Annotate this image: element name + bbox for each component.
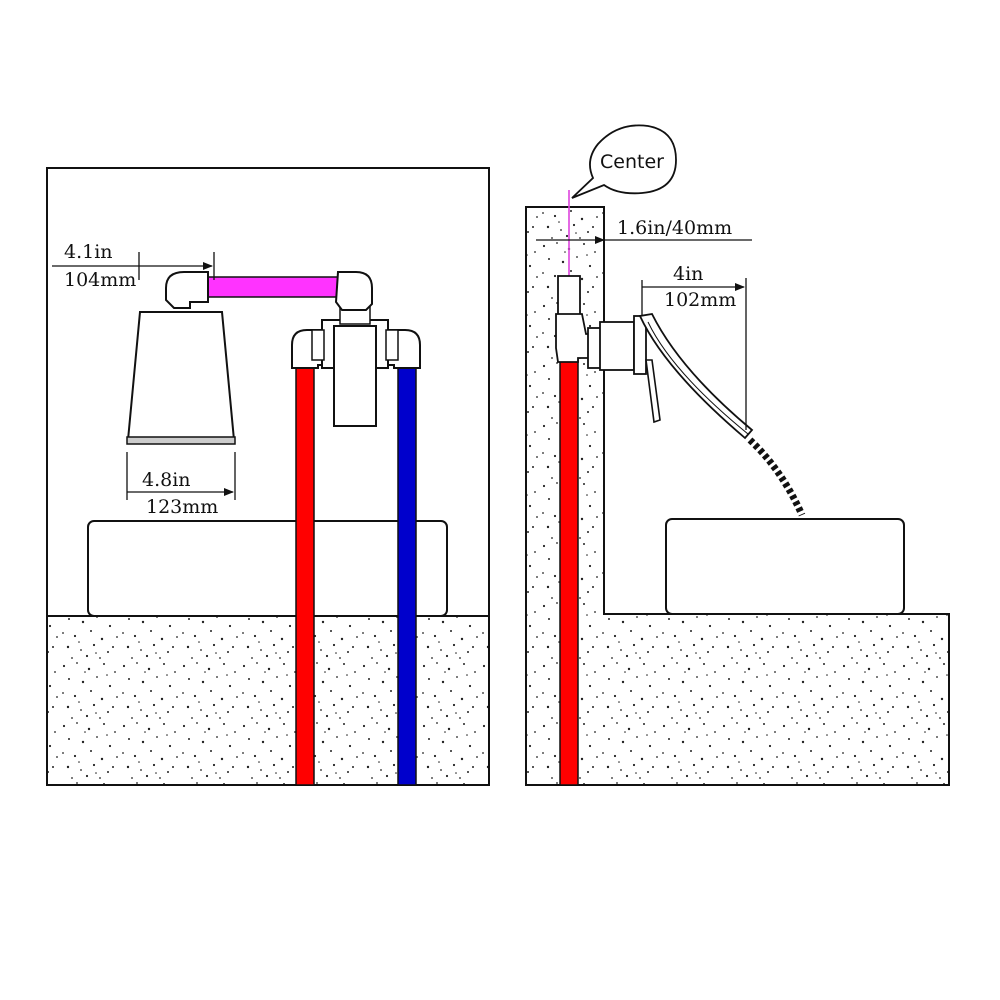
center-callout-label: Center <box>600 151 664 173</box>
shower-width-in-label: 4.8in <box>142 469 191 491</box>
side-wall-concrete <box>525 206 950 786</box>
front-basin <box>87 520 448 617</box>
cold-pipe <box>397 364 417 786</box>
valve-nut-right <box>385 329 399 361</box>
top-elbow-right <box>334 271 373 311</box>
side-hot-pipe <box>559 359 579 786</box>
spout-mm-label: 102mm <box>664 289 736 311</box>
center-callout-bubble <box>571 124 677 199</box>
side-spout <box>638 313 754 440</box>
valve-nut-left <box>311 329 325 361</box>
front-floor <box>46 615 490 786</box>
side-fitting-top <box>557 275 581 317</box>
side-view: 1.6in/40mm 4in 102mm Center <box>525 124 950 786</box>
top-elbow-left <box>165 271 209 309</box>
hot-pipe <box>295 364 315 786</box>
front-view: 4.1in 104mm 4.8in 123mm <box>46 167 490 786</box>
side-spout-inner <box>647 321 749 435</box>
side-valve-handle <box>645 359 661 424</box>
shower-offset-mm-label: 104mm <box>64 269 136 291</box>
top-pipe <box>204 276 341 298</box>
side-valve-body <box>599 321 635 371</box>
shower-hose <box>747 437 806 517</box>
spout-in-label: 4in <box>673 263 703 285</box>
shower-head <box>126 311 236 441</box>
valve-handle <box>333 325 377 427</box>
shower-face <box>126 436 236 445</box>
shower-width-mm-label: 123mm <box>146 496 218 518</box>
wall-depth-label: 1.6in/40mm <box>617 217 732 239</box>
side-basin <box>665 518 905 615</box>
shower-offset-in-label: 4.1in <box>64 241 113 263</box>
